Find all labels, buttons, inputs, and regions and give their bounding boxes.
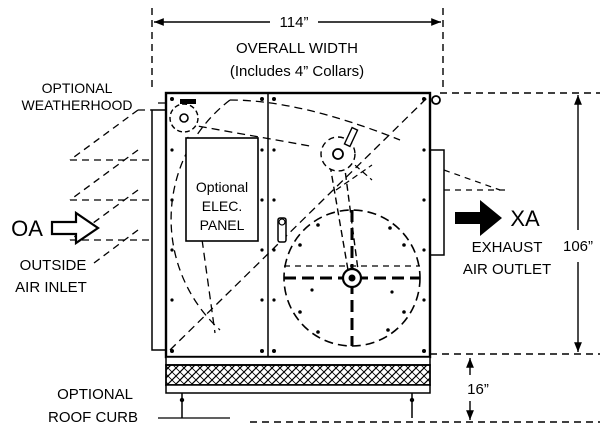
door-handle	[277, 217, 287, 243]
curb-label-line1: OPTIONAL	[57, 386, 133, 403]
overall-width-note: (Includes 4” Collars)	[230, 63, 364, 80]
hollow-right-arrow-icon	[50, 210, 100, 246]
blower-motor	[320, 126, 359, 172]
height-value: 106”	[563, 238, 593, 255]
oa-label-line1: OUTSIDE	[20, 257, 87, 274]
hinge-top	[180, 99, 196, 104]
intake-collar	[151, 109, 167, 351]
wheel-motor	[169, 103, 199, 133]
energy-wheel-outline	[169, 94, 431, 351]
xa-label-line1: EXHAUST	[472, 239, 543, 256]
blower-assembly	[283, 151, 421, 347]
curb-height-dimension: 16”	[250, 358, 600, 423]
exhaust-dashed-lines	[443, 169, 505, 191]
electrical-panel: Optional ELEC. PANEL	[185, 137, 259, 242]
curb-label-line2: ROOF CURB	[48, 409, 138, 425]
curb-height-value: 16”	[467, 381, 489, 398]
oa-label-line2: AIR INLET	[15, 279, 87, 296]
weatherhood	[69, 109, 152, 267]
overall-width-value: 114”	[280, 14, 309, 31]
curb-insulation-band	[165, 364, 431, 386]
xa-label-line2: AIR OUTLET	[463, 261, 551, 278]
overall-width-title: OVERALL WIDTH	[236, 40, 358, 57]
overall-width-dimension: 114” OVERALL WIDTH (Includes 4” Collars)	[151, 8, 444, 92]
lifting-eye	[431, 95, 441, 105]
xa-code: XA	[510, 206, 540, 231]
exhaust-collar	[429, 149, 445, 256]
solid-right-arrow-icon	[455, 200, 502, 236]
panel-label-line3: PANEL	[200, 217, 245, 233]
panel-label-line2: ELEC.	[202, 198, 242, 214]
height-dimension: 106”	[430, 92, 600, 355]
weatherhood-label-line1: OPTIONAL	[42, 80, 113, 96]
roof-curb	[165, 356, 431, 418]
panel-label-line1: Optional	[196, 179, 248, 195]
weatherhood-label-line2: WEATHERHOOD	[22, 97, 133, 113]
oa-code: OA	[11, 216, 43, 241]
